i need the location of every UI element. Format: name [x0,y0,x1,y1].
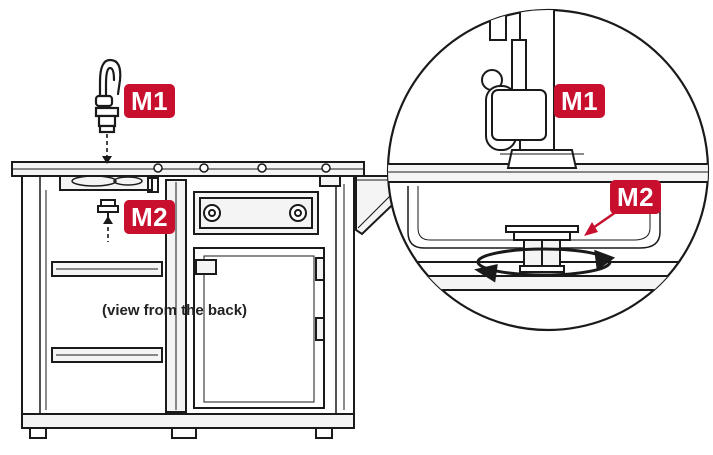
label-m1-zoom: M1 [554,84,606,118]
label-m1-faucet: M1 [124,84,176,118]
countertop-screws [153,163,331,173]
insert-arrow-m2 [103,216,113,242]
label-m2-zoom: M2 [610,180,662,214]
rotation-arrows [474,247,616,283]
faucet-icon [94,58,122,134]
view-caption: (view from the back) [102,302,248,319]
control-knobs [203,204,307,222]
pointer-arrow-m2 [584,210,617,236]
nut-icon [97,199,119,218]
label-m2-nut: M2 [124,200,176,234]
insert-arrow-m1 [102,134,112,164]
sink-cabinet [11,161,365,439]
zoom-detail [386,8,710,332]
